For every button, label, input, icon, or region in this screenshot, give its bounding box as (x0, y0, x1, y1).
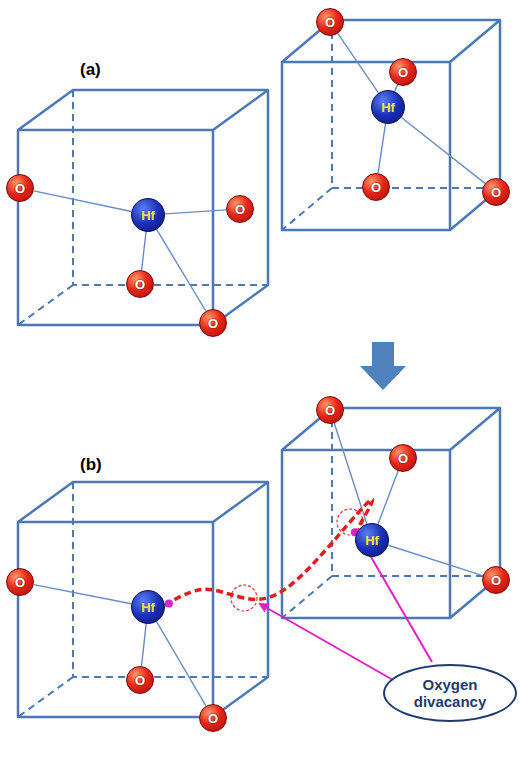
cube-hidden-edge (282, 408, 500, 618)
panel-label: (a) (80, 60, 101, 80)
panel-label: (b) (80, 455, 102, 475)
atom-symbol: O (15, 181, 25, 196)
bond-line (34, 585, 132, 604)
oxygen-atom: O (199, 309, 227, 337)
divacancy-path (165, 499, 373, 605)
oxygen-atom: O (226, 195, 254, 223)
oxygen-atom: O (316, 8, 344, 36)
bond-line (142, 232, 146, 270)
callout-text: Oxygen divacancy (400, 676, 500, 711)
bond-line (388, 545, 482, 575)
cube-edge (282, 20, 500, 230)
atom-symbol: O (135, 673, 145, 688)
cube-hidden-edge (18, 482, 268, 717)
cube-edge (18, 90, 268, 325)
leader-arrow (260, 604, 400, 684)
oxygen-atom: O (389, 444, 417, 472)
bond-line (334, 423, 366, 524)
oxygen-atom: O (6, 174, 34, 202)
atom-symbol: O (208, 711, 218, 726)
atom-symbol: Hf (365, 533, 379, 548)
atom-symbol: O (208, 316, 218, 331)
hafnium-atom: Hf (131, 198, 165, 232)
bond-line (157, 622, 206, 706)
hafnium-atom: Hf (131, 590, 165, 624)
bond-line (378, 471, 398, 524)
cube-edge (282, 408, 500, 618)
oxygen-atom: O (199, 704, 227, 732)
bond-line (142, 624, 147, 666)
transition-arrow (360, 342, 406, 390)
atom-symbol: O (491, 185, 501, 200)
callout-ellipse: Oxygen divacancy (383, 664, 517, 722)
atom-symbol: O (398, 65, 408, 80)
bond-line (378, 124, 385, 173)
atom-symbol: O (325, 15, 335, 30)
bond-line (395, 85, 398, 92)
cube-hidden-edge (18, 90, 268, 325)
oxygen-atom: O (6, 568, 34, 596)
oxygen-atom: O (316, 396, 344, 424)
electron-dot (165, 599, 173, 607)
hafnium-atom: Hf (371, 90, 405, 124)
bond-line (165, 210, 226, 214)
bond-line (338, 34, 379, 93)
hafnium-atom: Hf (355, 523, 389, 557)
oxygen-atom: O (389, 58, 417, 86)
oxygen-atom: O (362, 173, 390, 201)
bond-line (34, 191, 132, 212)
atom-symbol: Hf (381, 100, 395, 115)
atom-symbol: O (15, 575, 25, 590)
bond-line (157, 230, 206, 311)
atom-symbol: O (371, 180, 381, 195)
atom-symbol: Hf (141, 600, 155, 615)
cube-hidden-edge (282, 20, 500, 230)
atom-symbol: O (235, 202, 245, 217)
atom-symbol: O (398, 451, 408, 466)
cube-outlines (18, 20, 500, 717)
atom-symbol: O (491, 573, 501, 588)
oxygen-atom: O (482, 178, 510, 206)
cube-edge (18, 482, 268, 717)
oxygen-atom: O (126, 666, 154, 694)
atom-symbol: O (135, 277, 145, 292)
oxygen-atom: O (126, 270, 154, 298)
oxygen-atom: O (482, 566, 510, 594)
atom-symbol: O (325, 403, 335, 418)
bond-line (401, 118, 485, 184)
atom-symbol: Hf (141, 208, 155, 223)
